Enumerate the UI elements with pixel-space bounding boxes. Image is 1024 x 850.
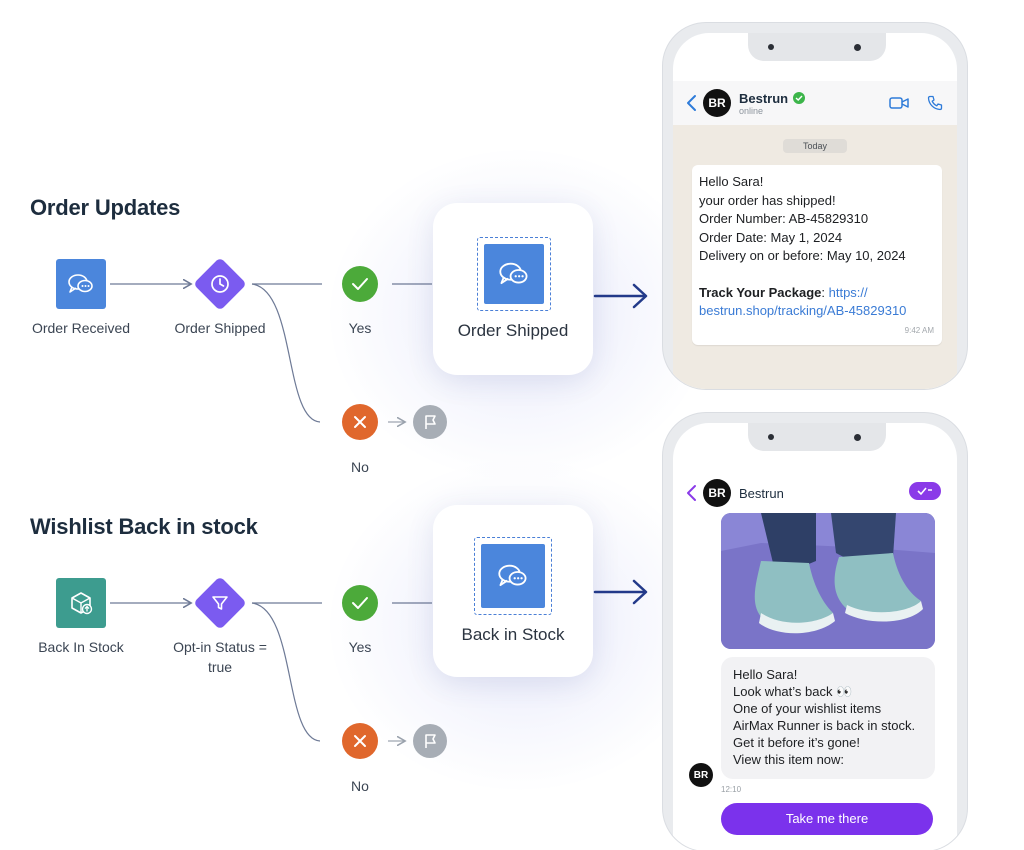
node-label: true (207, 659, 233, 675)
trigger-node-order-received[interactable] (56, 259, 106, 309)
chat-bubbles-icon (68, 274, 93, 293)
take-me-there-button[interactable]: Take me there (721, 803, 933, 835)
message-line: AirMax Runner is back in stock. (733, 718, 916, 733)
phone-notch (748, 33, 886, 61)
phone-call-icon[interactable] (927, 95, 943, 111)
flag-icon (425, 734, 436, 748)
yes-node[interactable] (342, 585, 378, 621)
video-call-icon[interactable] (889, 96, 909, 110)
message-time: 9:42 AM (904, 325, 934, 335)
check-icon (352, 278, 368, 290)
no-node[interactable] (342, 723, 378, 759)
date-chip: Today (783, 139, 847, 153)
message-card-back-in-stock[interactable]: Back in Stock (433, 505, 593, 677)
avatar: BR (703, 479, 731, 507)
track-label: Track Your Package (699, 284, 822, 300)
contact-name: Bestrun (739, 485, 784, 501)
yes-node[interactable] (342, 266, 378, 302)
phone-notch (748, 423, 886, 451)
node-label: Order Received (31, 320, 131, 336)
phone-messenger: BR Bestrun Hello Sara! Look what’s back … (662, 412, 968, 850)
section-title-order-updates: Order Updates (30, 195, 181, 220)
node-label: No (351, 459, 369, 475)
condition-node-order-shipped[interactable] (193, 257, 247, 311)
node-label: Order Shipped (174, 320, 266, 336)
sender-avatar: BR (689, 763, 713, 787)
message-time: 12:10 (721, 785, 742, 794)
message-line: Look what’s back 👀 (733, 684, 853, 699)
filter-icon (212, 596, 228, 610)
message-line: View this item now: (733, 752, 845, 767)
end-node[interactable] (413, 724, 447, 758)
message-line: Delivery on or before: May 10, 2024 (699, 248, 906, 263)
card-label: Order Shipped (457, 321, 569, 340)
chat-bubbles-icon (498, 564, 527, 587)
sneakers-image (721, 513, 935, 649)
message-card-order-shipped[interactable]: Order Shipped (433, 203, 593, 375)
message-line: Hello Sara! (699, 174, 764, 189)
box-restock-icon (71, 592, 93, 615)
card-icon-frame (474, 537, 552, 615)
message-bubble: Hello Sara! Look what’s back 👀 One of yo… (721, 657, 935, 779)
arrow-to-whatsapp (593, 283, 648, 309)
no-node[interactable] (342, 404, 378, 440)
verified-badge-icon (793, 92, 806, 104)
chat-background: Today Hello Sara! your order has shipped… (673, 125, 957, 389)
tracking-link[interactable]: bestrun.shop/tracking/AB-45829310 (699, 303, 907, 318)
chat-header: BR Bestrun (673, 471, 957, 515)
section-title-wishlist: Wishlist Back in stock (30, 514, 258, 539)
tracking-link[interactable]: https:// (828, 284, 868, 300)
card-icon-frame (477, 237, 551, 311)
phone-whatsapp: BR Bestrun online Today Hello Sara! your… (662, 22, 968, 390)
check-dropdown-icon (917, 487, 932, 496)
node-label: Yes (348, 639, 372, 655)
connector (251, 283, 321, 423)
end-node[interactable] (413, 405, 447, 439)
close-icon (354, 416, 366, 428)
card-label: Back in Stock (461, 625, 565, 644)
close-icon (354, 735, 366, 747)
message-line: Order Date: May 1, 2024 (699, 229, 843, 245)
chat-bubbles-icon (499, 262, 528, 285)
chat-header: BR Bestrun online (673, 81, 957, 125)
flag-icon (425, 415, 436, 429)
back-chevron-icon[interactable] (685, 94, 699, 112)
contact-status: online (739, 105, 764, 116)
node-label: No (351, 778, 369, 794)
message-line: Hello Sara! (733, 667, 798, 682)
condition-node-opt-in[interactable] (193, 576, 247, 630)
arrow-to-messenger (593, 579, 648, 605)
message-line: your order has shipped! (699, 192, 836, 208)
connector (251, 602, 321, 742)
node-label: Back In Stock (38, 639, 124, 655)
message-line: One of your wishlist items (733, 701, 882, 716)
check-icon (352, 597, 368, 609)
trigger-node-back-in-stock[interactable] (56, 578, 106, 628)
node-label: Yes (348, 320, 372, 336)
message-line: Order Number: AB-45829310 (699, 211, 869, 226)
node-label: Opt-in Status = (173, 639, 267, 655)
avatar: BR (703, 89, 731, 117)
check-badge[interactable] (909, 482, 941, 500)
message-bubble: Hello Sara! your order has shipped! Orde… (692, 165, 942, 345)
product-image[interactable] (721, 513, 935, 649)
message-line: Get it before it’s gone! (733, 735, 860, 750)
contact-name: Bestrun (739, 90, 789, 106)
clock-icon (211, 275, 229, 293)
back-chevron-icon[interactable] (685, 484, 699, 502)
